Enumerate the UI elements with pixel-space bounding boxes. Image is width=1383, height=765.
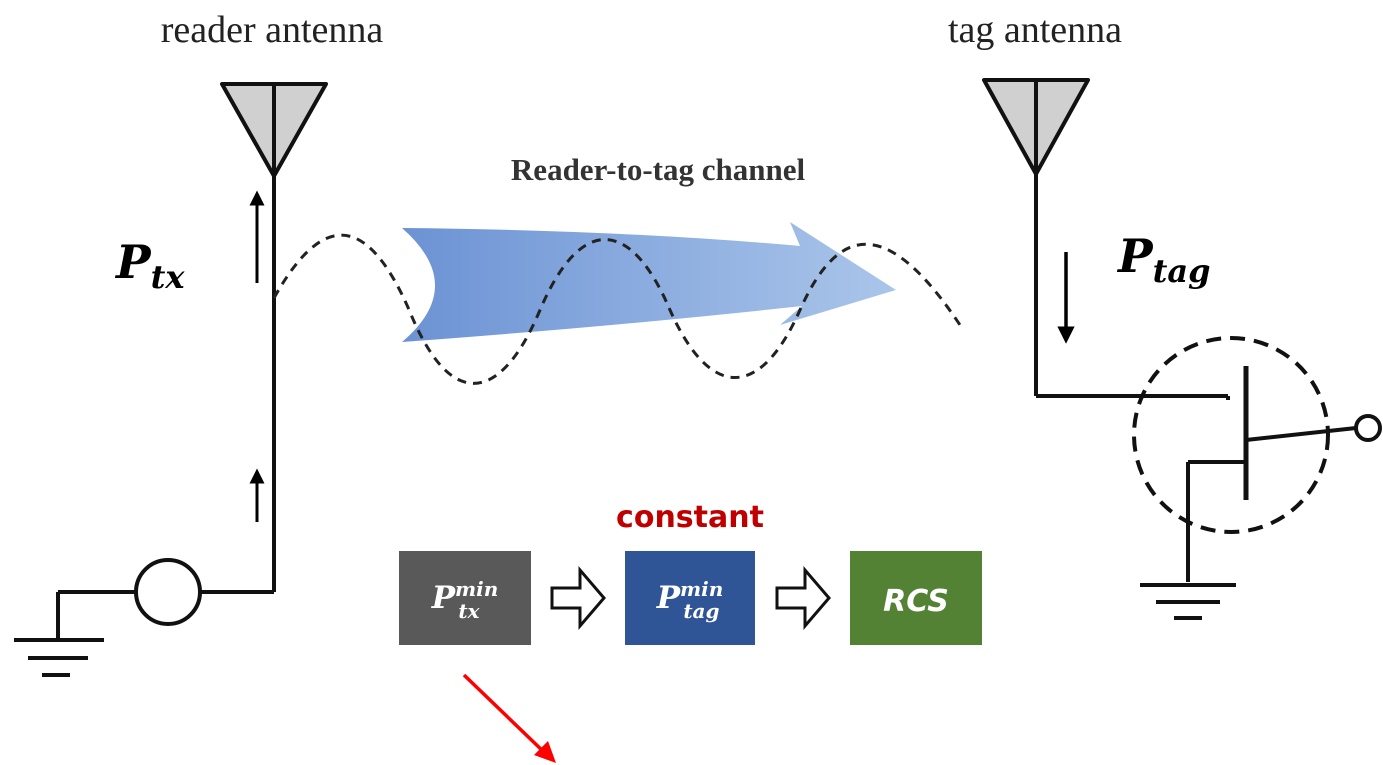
hollow-arrow-icon	[775, 565, 831, 631]
p-tag-min-base: P	[656, 580, 682, 616]
constant-label: constant	[616, 500, 764, 535]
transistor-icon	[1036, 336, 1382, 582]
signal-source-icon	[58, 558, 274, 626]
p-tx-symbol: Ptx	[114, 235, 185, 296]
p-tag-sub: tag	[1153, 252, 1211, 290]
pointer-arrow	[462, 673, 556, 763]
hollow-arrow-icon	[550, 565, 606, 631]
channel-arrow	[402, 222, 896, 342]
rcs-label: RCS	[883, 584, 949, 619]
reader-ground-icon	[14, 592, 104, 677]
channel-label: Reader-to-tag channel	[511, 152, 806, 187]
p-tag-base: P	[1116, 229, 1154, 283]
tag-antenna-icon	[982, 78, 1090, 176]
p-tx-min-sup: min	[455, 577, 498, 601]
tag-antenna-label: tag antenna	[948, 9, 1122, 51]
reader-antenna-label: reader antenna	[161, 9, 384, 51]
p-tx-min-sub: tx	[458, 599, 480, 623]
p-tag-symbol: Ptag	[1116, 229, 1210, 290]
tag-ground-icon	[1140, 583, 1236, 620]
p-tx-base: P	[114, 235, 152, 289]
p-tx-min-base: P	[431, 580, 457, 616]
rcs-box: RCS	[850, 551, 982, 645]
p-tag-min-sub: tag	[683, 599, 719, 623]
reader-antenna-icon	[220, 82, 328, 178]
p-tx-sub: tx	[151, 258, 186, 296]
p-tag-min-sup: min	[680, 577, 723, 601]
